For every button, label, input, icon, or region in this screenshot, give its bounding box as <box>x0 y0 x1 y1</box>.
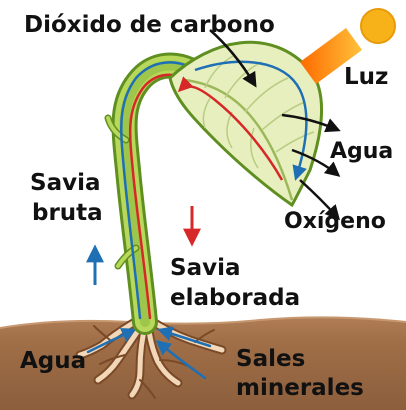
label-water-in: Agua <box>20 348 86 374</box>
label-light: Luz <box>344 64 388 90</box>
label-minerals-1: Sales <box>236 346 305 372</box>
label-processed-sap-1: Savia <box>170 255 240 281</box>
label-raw-sap-2: bruta <box>32 200 103 226</box>
label-minerals-2: minerales <box>236 375 364 401</box>
label-processed-sap-2: elaborada <box>170 285 300 311</box>
leaf <box>170 42 322 205</box>
label-raw-sap-1: Savia <box>30 170 100 196</box>
label-co2: Dióxido de carbono <box>24 12 275 38</box>
label-water-out: Agua <box>330 139 393 164</box>
label-oxygen: Oxígeno <box>284 209 386 234</box>
